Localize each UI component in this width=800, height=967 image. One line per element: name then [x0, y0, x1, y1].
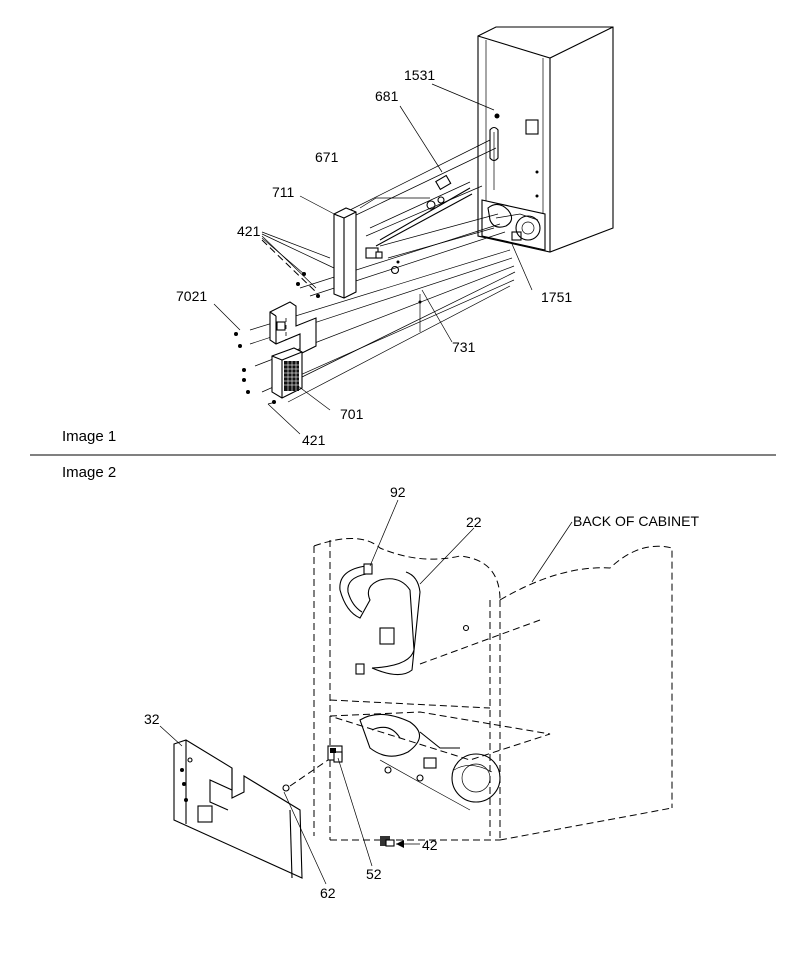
exploded-view-2: 92 22 BACK OF CABINET 32 42 52 62 — [144, 484, 699, 901]
callout-421-bottom: 421 — [302, 432, 326, 448]
wire-harness-22 — [339, 563, 470, 676]
screw-62 — [282, 759, 329, 792]
part-42 — [380, 836, 395, 847]
side-panel-711 — [333, 207, 422, 304]
drain-tube-681 — [375, 174, 473, 247]
callout-1531: 1531 — [404, 67, 435, 83]
caption-image-2: Image 2 — [62, 464, 116, 481]
callout-711: 711 — [272, 184, 295, 200]
callout-7021: 7021 — [176, 288, 207, 304]
callout-22: 22 — [466, 514, 482, 530]
callout-62: 62 — [320, 885, 336, 901]
callout-1751: 1751 — [541, 289, 572, 305]
callout-52: 52 — [366, 866, 382, 882]
callout-back-of-cabinet: BACK OF CABINET — [573, 513, 699, 529]
leader-lines-1 — [213, 83, 533, 435]
callout-701: 701 — [340, 406, 364, 422]
callout-671: 671 — [315, 149, 339, 165]
cabinet-outline — [313, 537, 673, 841]
compressor-area — [329, 711, 551, 811]
relay-52 — [327, 745, 343, 763]
callout-421-top: 421 — [237, 223, 261, 239]
callout-92: 92 — [390, 484, 406, 500]
refrigerator-cabinet — [477, 26, 614, 253]
caption-image-1: Image 1 — [62, 428, 116, 445]
callout-32: 32 — [144, 711, 160, 727]
exploded-view-1: 1531 681 671 711 421 7021 1751 731 701 4… — [176, 26, 614, 448]
bracket-7021 — [269, 301, 317, 355]
callout-42: 42 — [422, 837, 438, 853]
callout-681: 681 — [375, 88, 399, 104]
leader-lines-2 — [159, 499, 573, 885]
grille-701 — [271, 347, 303, 399]
callout-731: 731 — [452, 339, 476, 355]
control-panel-32 — [173, 739, 303, 879]
